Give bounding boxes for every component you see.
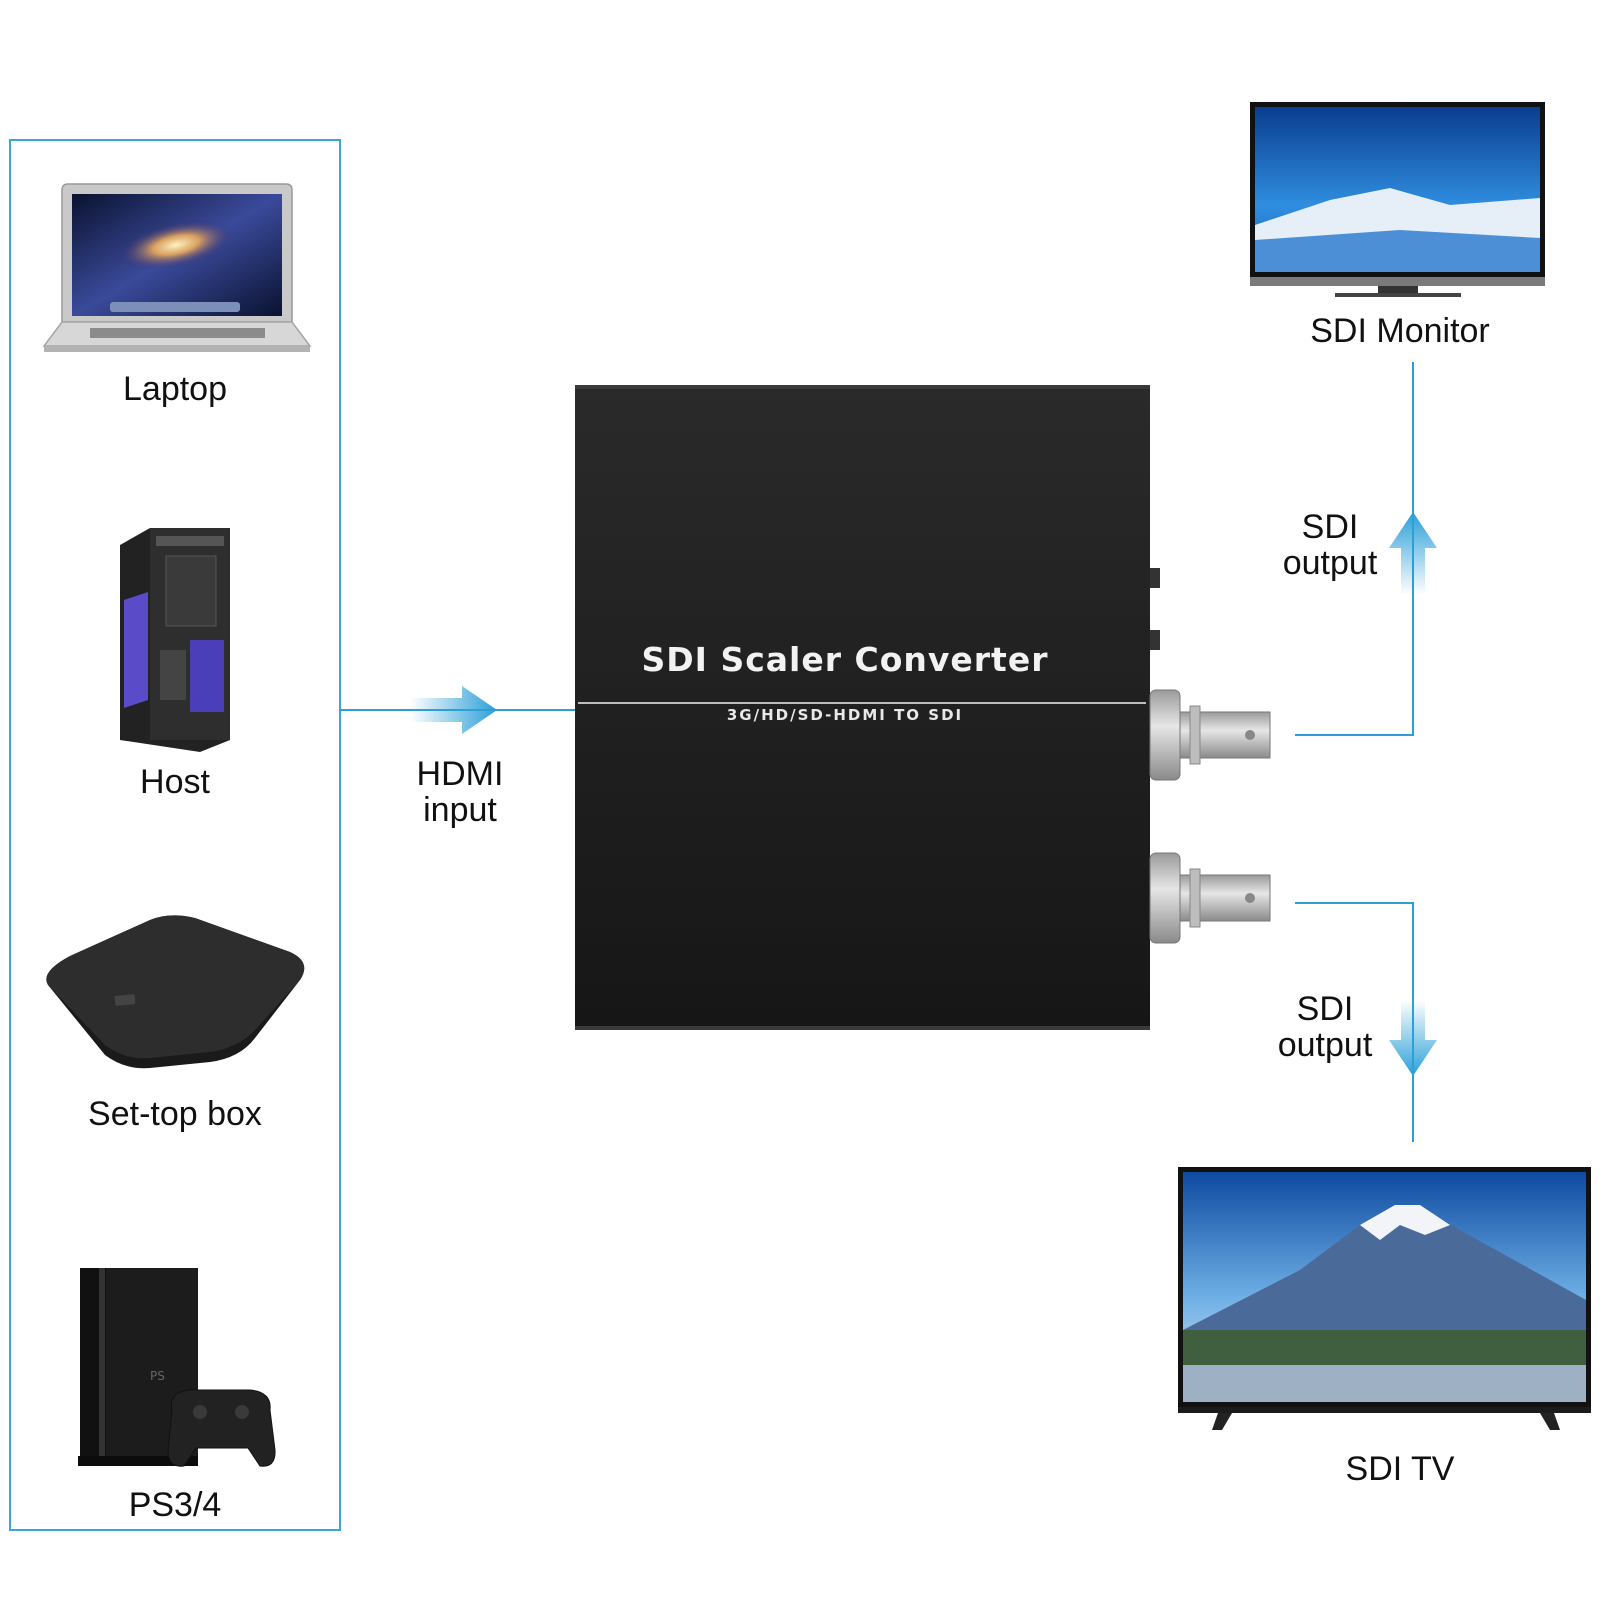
- hdmi-input-arrow: [410, 686, 497, 734]
- sdi-output-top-line1: SDI: [1301, 508, 1359, 546]
- sdi-tv-label: SDI TV: [1345, 1450, 1455, 1488]
- sdi-output-top-label: SDI output: [1255, 508, 1405, 582]
- sdi-output-bottom-line1: SDI: [1296, 990, 1354, 1028]
- hdmi-input-line1: HDMI: [416, 755, 504, 793]
- laptop-icon: [42, 183, 312, 352]
- sdi-tv-icon: [1178, 1167, 1591, 1430]
- device-subtitle: 3G/HD/SD-HDMI TO SDI: [726, 706, 964, 724]
- sdi-monitor-label: SDI Monitor: [1310, 312, 1490, 350]
- sdi-output-bottom-line2: output: [1277, 1025, 1373, 1064]
- sdi-monitor-icon: [1250, 102, 1545, 297]
- device-title: SDI Scaler Converter: [641, 640, 1049, 679]
- hdmi-input-line2: input: [423, 790, 497, 829]
- host-label: Host: [140, 763, 210, 801]
- set-top-box-icon: [46, 915, 305, 1069]
- ps-label: PS3/4: [128, 1486, 222, 1524]
- laptop-label: Laptop: [123, 370, 227, 408]
- converter-device: [575, 385, 1160, 1030]
- bnc-connector-bottom: [1149, 852, 1271, 944]
- bnc-connector-top: [1149, 689, 1271, 781]
- sdi-output-bottom-label: SDI output: [1250, 990, 1400, 1064]
- host-icon: [120, 528, 230, 752]
- sdi-output-top-line: [1295, 362, 1414, 736]
- sdi-output-top-line2: output: [1282, 543, 1378, 582]
- sdi-output-bottom-arrow: [1389, 1000, 1437, 1076]
- hdmi-input-label: HDMI input: [385, 755, 535, 829]
- sdi-output-top-arrow: [1389, 512, 1437, 595]
- ps-console-icon: PS: [78, 1268, 276, 1467]
- source-panel-border: [9, 139, 341, 1531]
- svg-text:PS: PS: [150, 1369, 165, 1383]
- set-top-box-label: Set-top box: [88, 1095, 262, 1133]
